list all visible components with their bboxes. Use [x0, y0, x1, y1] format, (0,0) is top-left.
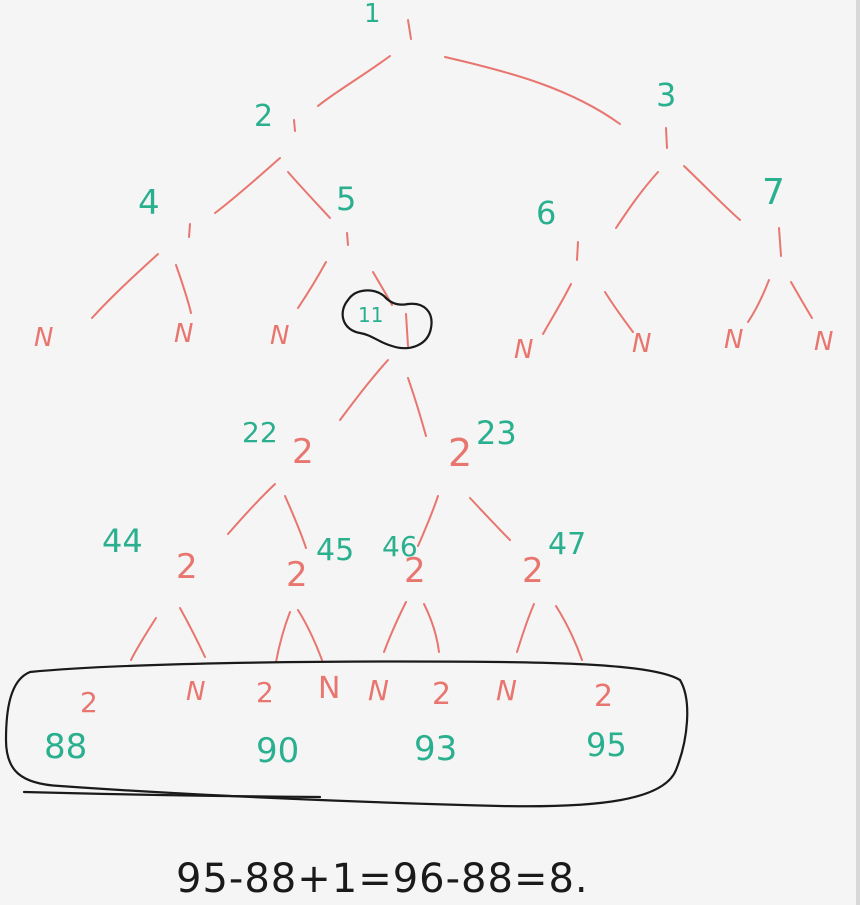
edge-47-95 [555, 605, 583, 661]
index-label-2: 2 [254, 99, 273, 134]
edge-1-3 [444, 56, 621, 125]
null-marks: N N N N N N N [34, 319, 833, 365]
node-marks: 2 2 2 2 2 2 [176, 431, 544, 595]
null-mark: N [514, 335, 533, 365]
index-label-7: 7 [762, 172, 785, 213]
node-mark-47: 2 [522, 551, 544, 591]
edge-46-93 [423, 603, 440, 653]
edge-6-N2 [604, 291, 634, 333]
index-label-47: 47 [548, 527, 586, 562]
node-mark-45: 2 [286, 555, 308, 595]
edge-44-89 [179, 607, 206, 658]
leaf-mark: N [496, 674, 517, 707]
node-11-tick [405, 313, 409, 347]
node-mark-44: 2 [176, 547, 198, 587]
node-3-tick [665, 127, 668, 149]
leaf-mark: 2 [80, 686, 98, 719]
node-2-tick [293, 119, 296, 132]
null-mark: N [174, 319, 193, 349]
edge-7-N [747, 279, 770, 323]
edge-4-N [91, 253, 159, 319]
leaf-row-baseline [22, 790, 322, 799]
edge-7-N2 [790, 281, 813, 319]
node-mark-23: 2 [448, 431, 472, 475]
node-mark-22: 2 [292, 432, 314, 472]
edge-3-6 [615, 171, 659, 229]
tree-edges [91, 19, 813, 663]
edge-1-2 [317, 55, 391, 107]
edge-22-45 [284, 495, 307, 549]
index-label-22: 22 [242, 416, 278, 449]
index-label-23: 23 [476, 414, 517, 452]
node-7-tick [778, 227, 782, 257]
index-label-6: 6 [536, 194, 556, 232]
edge-23-46 [417, 495, 439, 547]
index-label-3: 3 [656, 76, 676, 114]
edge-3-7 [683, 165, 741, 221]
leaf-index: 88 [44, 727, 87, 767]
node-mark-46: 2 [404, 551, 426, 591]
window-edge [856, 0, 860, 905]
leaf-row: 2 N 2 N N 2 N 2 88 90 93 95 [4, 660, 689, 808]
leaf-row-enclosure [4, 660, 689, 808]
leaf-mark: 2 [256, 676, 274, 709]
edge-45-90 [275, 611, 291, 663]
node-5-tick [346, 232, 349, 246]
index-label-46: 46 [382, 530, 418, 563]
edge-2-5 [287, 171, 331, 219]
index-label-4: 4 [138, 183, 160, 223]
node-mark-11: 11 [358, 303, 383, 327]
null-mark: N [814, 327, 833, 357]
edge-23-47 [469, 497, 511, 541]
edge-11-23 [407, 377, 427, 437]
node-11-circle [341, 289, 433, 350]
edge-46-92 [383, 601, 407, 653]
leaf-mark: N [186, 677, 205, 707]
edge-22-44 [227, 483, 276, 535]
null-mark: N [632, 329, 651, 359]
edge-6-N [542, 283, 572, 335]
leaf-mark: 2 [594, 679, 613, 714]
node-6-tick [576, 241, 579, 261]
edge-47-94 [516, 603, 535, 653]
index-label-1: 1 [364, 0, 381, 29]
leaf-index: 95 [586, 726, 627, 764]
null-mark: N [34, 323, 53, 353]
index-labels: 1 2 3 4 5 6 7 22 23 44 45 46 47 [102, 0, 785, 568]
index-label-44: 44 [102, 522, 143, 560]
index-label-5: 5 [336, 180, 356, 218]
edge-5-N [297, 261, 327, 309]
null-mark: N [270, 321, 289, 351]
edge-45-91 [297, 609, 323, 661]
leaf-mark: N [318, 671, 340, 706]
node-4-tick [188, 223, 191, 238]
edge-44-88 [130, 617, 157, 661]
edge-2-4 [214, 157, 281, 214]
leaf-index: 90 [256, 731, 299, 771]
null-mark: N [724, 325, 743, 355]
index-label-45: 45 [316, 533, 354, 568]
leaf-index: 93 [414, 729, 457, 769]
node-1-tick [407, 19, 412, 40]
edge-4-N2 [175, 264, 192, 314]
leaf-mark: N [368, 674, 389, 707]
formula-text: 95-88+1=96-88=8. [176, 856, 589, 902]
leaf-mark: 2 [432, 677, 451, 712]
highlighted-node-11: 11 [341, 289, 433, 350]
edge-11-22 [339, 359, 389, 421]
